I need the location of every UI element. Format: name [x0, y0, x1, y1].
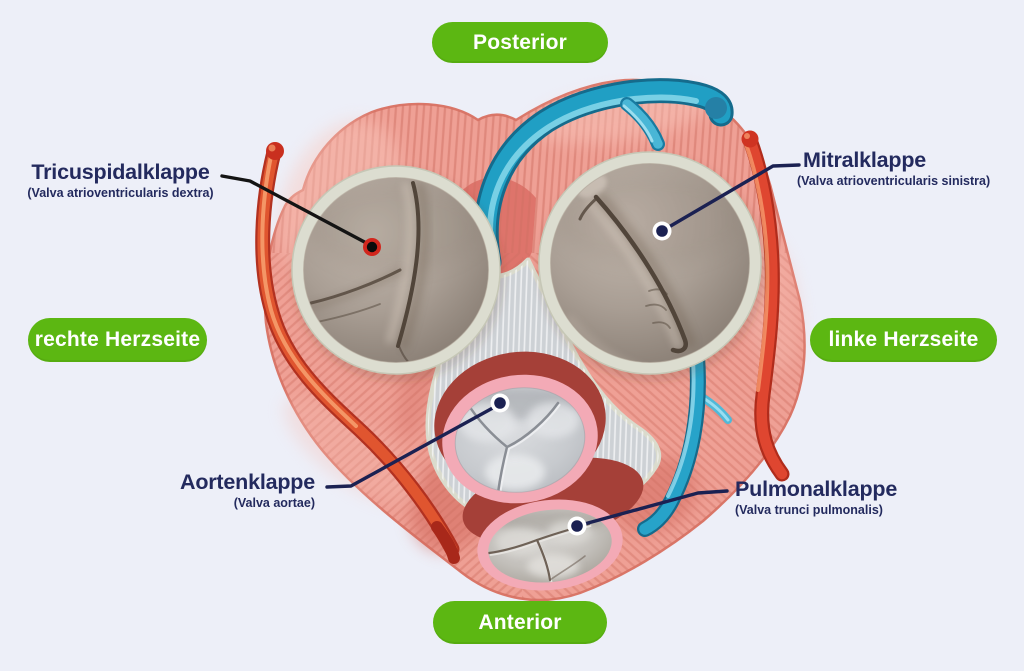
coronary-vessel-red-left [255, 142, 460, 564]
orientation-pill-posterior: Posterior [432, 22, 608, 63]
mitral-valve [538, 151, 765, 382]
coronary-vein-blue-right [637, 348, 732, 537]
mitral-valve-name: Mitralklappe [803, 148, 927, 172]
label-aortic-valve: Aortenklappe (Valva aortae) [140, 470, 315, 511]
leader-pulmonary [567, 489, 729, 536]
aortic-valve-name: Aortenklappe [180, 470, 315, 494]
label-tricuspid-valve: Tricuspidalklappe (Valva atrioventricula… [14, 160, 227, 201]
orientation-pill-left-heart-side: linke Herzseite [810, 318, 997, 362]
mitral-valve-latin: (Valva atrioventricularis sinistra) [797, 174, 991, 189]
orientation-pill-right-heart-side: rechte Herzseite [28, 318, 207, 362]
aortic-valve-latin: (Valva aortae) [233, 496, 315, 511]
coronary-vein-blue-branch [620, 97, 665, 151]
coronary-vein-blue-main [473, 78, 734, 275]
pulmonary-valve-name: Pulmonalklappe [735, 477, 898, 501]
tricuspid-valve-latin: (Valva atrioventricularis dextra) [27, 186, 214, 201]
tricuspid-valve [291, 165, 504, 382]
tricuspid-valve-name: Tricuspidalklappe [31, 160, 210, 184]
leader-aortic [325, 393, 510, 489]
pulmonary-valve-latin: (Valva trunci pulmonalis) [735, 503, 883, 518]
label-mitral-valve: Mitralklappe (Valva atrioventricularis s… [797, 148, 1017, 189]
leader-tricuspid [220, 174, 381, 256]
label-pulmonary-valve: Pulmonalklappe (Valva trunci pulmonalis) [735, 477, 945, 518]
orientation-pill-anterior: Anterior [433, 601, 607, 644]
leader-mitral [652, 163, 801, 241]
